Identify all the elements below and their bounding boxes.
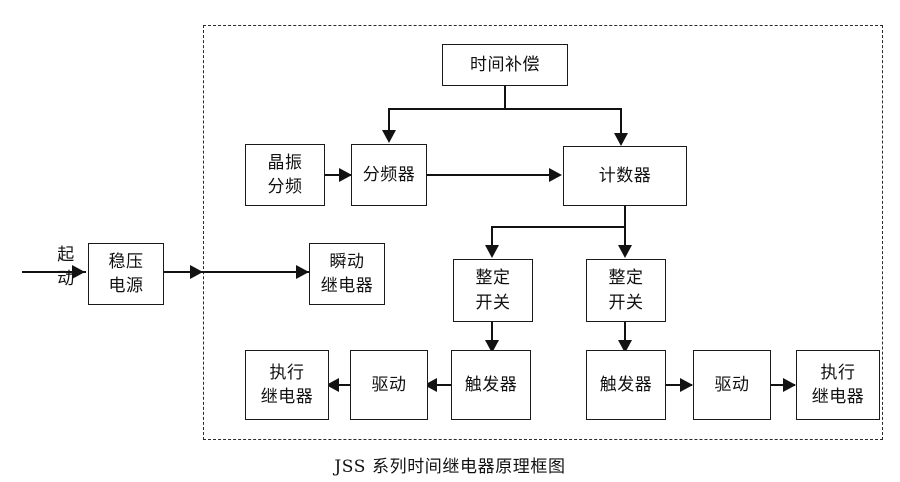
block-trigger-left[interactable]: 触发器 <box>451 350 531 420</box>
line-timecomp-to-counter <box>620 108 623 136</box>
arrowhead-midline-psu <box>190 265 203 279</box>
arrowhead-into-setting-switch-left <box>485 245 499 258</box>
block-output-relay-left[interactable]: 执行 继电器 <box>245 350 329 420</box>
block-time-compensation[interactable]: 时间补偿 <box>442 44 568 86</box>
arrowhead-into-frequency-divider-left <box>339 168 352 182</box>
block-driver-left[interactable]: 驱动 <box>350 350 428 420</box>
arrowhead-into-driver-right <box>680 378 693 392</box>
line-counter-bus <box>491 226 626 229</box>
arrowhead-into-instantaneous-relay <box>296 265 309 279</box>
block-driver-right[interactable]: 驱动 <box>693 350 771 420</box>
block-setting-switch-right[interactable]: 整定 开关 <box>586 259 666 322</box>
block-regulated-power-supply[interactable]: 稳压 电源 <box>88 243 164 305</box>
line-divider-to-counter <box>427 174 549 177</box>
block-frequency-divider[interactable]: 分频器 <box>351 144 427 206</box>
line-timecomp-to-divider <box>388 108 391 134</box>
arrowhead-into-psu <box>72 265 85 279</box>
start-signal-label: 起 动 <box>57 245 75 290</box>
diagram-caption: JSS 系列时间继电器原理框图 <box>334 457 566 477</box>
line-start-to-psu <box>22 271 68 274</box>
arrowhead-into-counter-top <box>614 133 628 146</box>
line-trigger-left-to-driver-left <box>428 384 453 387</box>
line-psu-to-instantaneous-relay <box>164 271 310 274</box>
block-crystal-oscillator-divider[interactable]: 晶振 分频 <box>245 144 325 206</box>
arrowhead-into-frequency-divider-top <box>382 130 396 143</box>
line-setting-left-to-trigger-left <box>491 322 494 344</box>
line-crystal-to-divider <box>325 174 351 177</box>
line-driver-left-to-relay-left <box>330 384 352 387</box>
block-setting-switch-left[interactable]: 整定 开关 <box>453 259 533 322</box>
arrowhead-into-trigger-right <box>618 340 632 353</box>
line-counter-to-setting-right <box>624 226 627 249</box>
block-counter[interactable]: 计数器 <box>563 146 687 206</box>
arrowhead-into-output-relay-left <box>326 378 339 392</box>
line-trigger-right-to-driver-right <box>666 384 692 387</box>
block-output-relay-right[interactable]: 执行 继电器 <box>796 350 880 420</box>
block-instantaneous-relay[interactable]: 瞬动 继电器 <box>309 243 385 305</box>
arrowhead-into-setting-switch-right <box>618 245 632 258</box>
line-counter-to-setting-left <box>491 226 494 249</box>
enclosure-boundary <box>203 25 883 440</box>
line-timecomp-stem <box>504 86 507 110</box>
arrowhead-into-output-relay-right <box>783 378 796 392</box>
block-trigger-right[interactable]: 触发器 <box>586 350 666 420</box>
line-counter-stem <box>624 206 627 228</box>
line-timecomp-bus <box>388 108 622 111</box>
arrowhead-into-counter-left <box>549 168 562 182</box>
arrowhead-into-trigger-left <box>485 340 499 353</box>
line-setting-right-to-trigger-right <box>624 322 627 344</box>
